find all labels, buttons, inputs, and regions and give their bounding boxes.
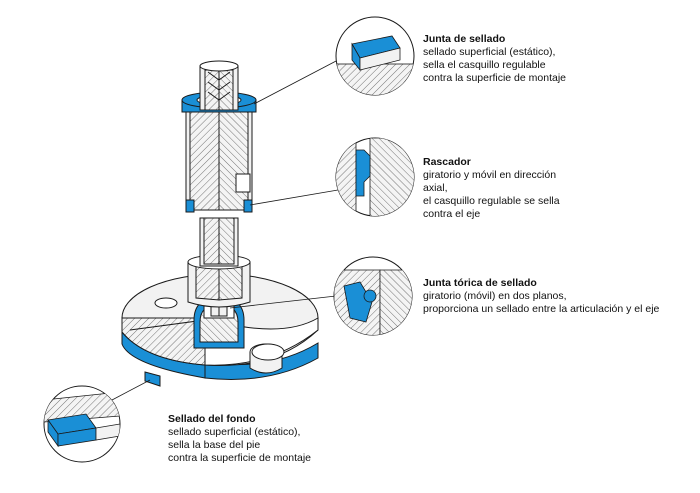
detail-circle-sealing-gasket [335, 16, 415, 96]
callout-line: contra la superficie de montaje [423, 72, 566, 84]
callout-line: contra el eje [423, 208, 481, 220]
callout-title: Rascador [423, 156, 471, 168]
callout-line: sellado superficial (estático), [168, 426, 301, 438]
threaded-stem [199, 217, 239, 267]
detail-circle-bottom-seal [43, 385, 121, 463]
callout-line: proporciona un sellado entre la articula… [423, 303, 660, 315]
callout-line: el casquillo regulable se sella [423, 195, 560, 207]
callout-title: Junta de sellado [423, 33, 506, 45]
leader-lines [111, 59, 339, 401]
leader-line-3 [229, 295, 337, 309]
spindle-top [199, 60, 239, 111]
detail-circle-o-ring [333, 256, 413, 336]
callout-line: sella la base del pie [168, 439, 261, 451]
callout-line: contra la superficie de montaje [168, 452, 311, 464]
callout-wiper: Rascador giratorio y móvil en dirección … [423, 156, 560, 221]
callout-title: Junta tórica de sellado [423, 277, 537, 289]
callout-line: axial, [423, 182, 448, 194]
leader-line-2 [249, 189, 339, 206]
callout-line: sellado superficial (estático), [423, 46, 556, 58]
callout-sealing-gasket: Junta de sellado sellado superficial (es… [423, 33, 566, 85]
leader-line-4 [111, 379, 151, 401]
callout-bottom-seal: Sellado del fondo sellado superficial (e… [168, 413, 311, 465]
callout-title: Sellado del fondo [168, 413, 256, 425]
callout-line: giratorio y móvil en dirección [423, 169, 557, 181]
callout-line: sella el casquillo regulable [423, 59, 546, 71]
callout-line: giratorio (móvil) en dos planos, [423, 290, 567, 302]
leader-line-1 [253, 59, 339, 105]
detail-circle-wiper [335, 137, 415, 217]
leveling-foot [121, 60, 319, 387]
callout-o-ring: Junta tórica de sellado giratorio (móvil… [423, 277, 659, 316]
